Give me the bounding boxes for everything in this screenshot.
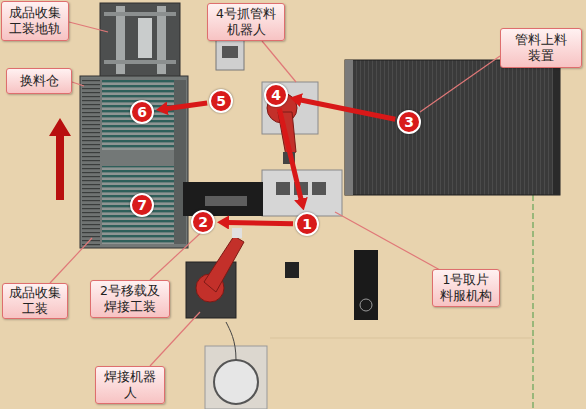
feed-slot: [312, 182, 326, 195]
leader-lines: [50, 22, 500, 366]
leader-line: [50, 238, 92, 283]
rack-tray: [102, 80, 174, 150]
callout-box: 2号移载及 焊接工装: [90, 280, 170, 318]
callout-number: 1: [295, 212, 319, 236]
node-text: 成品收集 工装: [7, 285, 63, 317]
conveyor-end: [345, 60, 353, 195]
node-text: 焊接机器 人: [100, 369, 160, 401]
node-text: 2: [198, 214, 208, 230]
callout-number: 3: [397, 110, 421, 134]
callout-number: 4: [264, 83, 288, 107]
node-text: 6: [137, 104, 147, 120]
floor-seam: [270, 338, 533, 339]
rail-carriage: [138, 18, 152, 58]
tube-conveyor: [345, 60, 560, 195]
callout-box: 成品收集 工装: [2, 283, 68, 319]
callout-box: 焊接机器 人: [95, 366, 165, 404]
control-panel: [216, 40, 244, 70]
rail-cross: [104, 12, 176, 16]
node-text: 成品收集 工装地轨: [6, 5, 64, 37]
collection-rack: [80, 76, 188, 248]
direction-arrow: [49, 118, 71, 200]
callout-box: 4号抓管料 机器人: [207, 3, 285, 41]
callout-box: 换料仓: [6, 68, 72, 94]
flow-arrow: [166, 103, 207, 109]
flow-arrow: [279, 109, 301, 201]
node-text: 管料上料 装置: [505, 32, 577, 64]
callout-number: 7: [130, 193, 154, 217]
rack-ladder: [82, 78, 100, 246]
leader-line: [72, 82, 84, 86]
node-text: 1号取片 料服机构: [437, 272, 495, 304]
leader-line: [69, 22, 108, 32]
cabinet: [354, 250, 378, 320]
node-text: 换料仓: [20, 73, 59, 89]
transfer-platform: [183, 182, 263, 216]
leader-line: [335, 212, 440, 270]
feed-slot: [276, 182, 290, 195]
flow-arrow: [300, 100, 396, 119]
callout-box: 成品收集 工装地轨: [1, 1, 69, 41]
leader-line: [420, 56, 500, 112]
rail-frame: [100, 3, 180, 77]
node-text: 2号移载及 焊接工装: [95, 283, 165, 315]
small-unit: [285, 262, 299, 278]
flow-arrow: [227, 222, 293, 223]
platform-rail: [205, 196, 247, 206]
node-text: 1: [302, 216, 312, 232]
callout-number: 2: [191, 210, 215, 234]
callout-number: 5: [209, 89, 233, 113]
conveyor-end: [553, 60, 560, 195]
callout-number: 6: [130, 100, 154, 124]
rail-cross: [104, 60, 176, 64]
node-text: 4号抓管料 机器人: [212, 6, 280, 38]
node-text: 3: [404, 114, 414, 130]
node-text: 4: [271, 87, 281, 103]
leader-line: [262, 41, 296, 82]
callout-box: 1号取片 料服机构: [432, 269, 500, 307]
leader-line: [150, 312, 200, 366]
welder-torch: [232, 228, 242, 238]
node-text: 5: [216, 93, 226, 109]
floor-marking: [532, 195, 534, 409]
wire-spool: [214, 360, 258, 404]
callout-box: 管料上料 装置: [500, 28, 582, 68]
node-text: 7: [137, 197, 147, 213]
panel-screen: [222, 46, 238, 58]
leader-line: [150, 228, 206, 280]
wire: [226, 322, 236, 360]
cabinet-knob: [360, 299, 372, 311]
welder-arm: [204, 236, 244, 292]
rack-tray: [102, 166, 174, 244]
